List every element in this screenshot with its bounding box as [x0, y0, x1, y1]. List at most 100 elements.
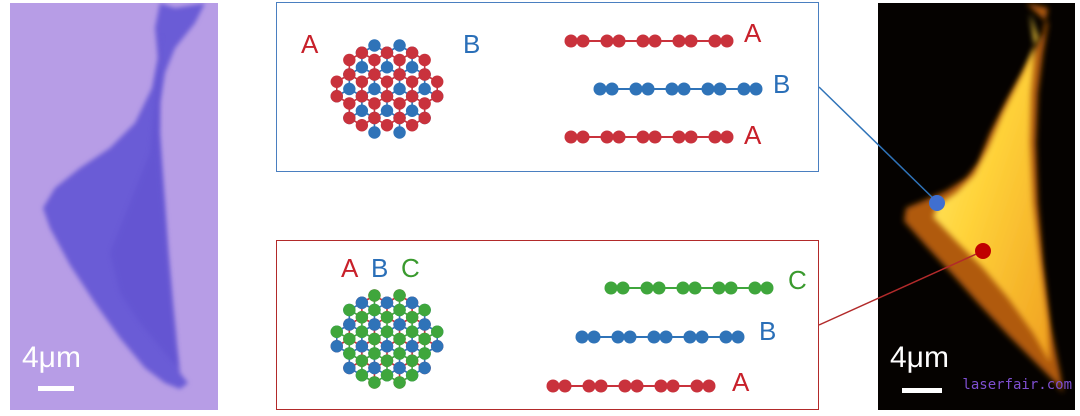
- abc-bottom-chain-atom: [546, 379, 560, 393]
- ab-lattice-atom: [355, 75, 369, 88]
- abc-bottom-chain-atom: [690, 379, 704, 393]
- abc-top-chain-atom: [616, 281, 630, 295]
- blue-marker: [929, 195, 945, 211]
- ab-middle-chain-atom: [713, 82, 727, 96]
- abc-lattice-atom: [355, 311, 369, 324]
- ab-layer-label-top: A: [744, 18, 762, 48]
- abc-lattice-atom: [343, 361, 356, 375]
- abc-bottom-chain-atom: [630, 379, 644, 393]
- ab-stacking-box: A B A B A: [276, 2, 819, 172]
- ab-lattice-atom: [405, 75, 419, 88]
- abc-top-chain-atom: [652, 281, 666, 295]
- right-scale-bar: [902, 388, 942, 393]
- ab-lattice-atom: [330, 75, 343, 88]
- ab-lattice-atom: [418, 111, 431, 125]
- ab-lattice-atom: [431, 75, 444, 88]
- abc-lattice-label-c: C: [401, 253, 420, 283]
- ab-middle-chain-atom: [737, 82, 751, 96]
- abc-lattice-atom: [393, 332, 406, 346]
- ab-middle-chain-atom: [701, 82, 715, 96]
- ab-bottom-chain-atom: [672, 130, 686, 144]
- abc-bottom-chain-atom: [666, 379, 680, 393]
- abc-middle-chain-atom: [647, 330, 661, 344]
- abc-middle-chain-atom: [695, 330, 709, 344]
- ab-lattice-atom: [393, 39, 406, 52]
- ab-lattice-atom: [393, 97, 406, 110]
- ab-top-chain-atom: [600, 34, 614, 48]
- ab-lattice-label-b: B: [463, 29, 480, 59]
- ab-top-chain-atom: [672, 34, 686, 48]
- ab-lattice-atom: [393, 126, 406, 139]
- abc-lattice-atom: [368, 318, 381, 331]
- ab-top-chain-atom: [612, 34, 626, 48]
- abc-lattice-atom: [380, 340, 394, 353]
- abc-lattice-atom: [343, 332, 356, 346]
- abc-lattice-atom: [368, 376, 381, 389]
- abc-top-chain-atom: [760, 281, 774, 295]
- ab-lattice-atom: [405, 61, 419, 74]
- abc-lattice-atom: [330, 340, 343, 353]
- ab-bottom-chain-atom: [648, 130, 662, 144]
- ab-lattice-atom: [405, 90, 419, 103]
- red-marker: [975, 243, 991, 259]
- abc-lattice-atom: [431, 325, 444, 338]
- abc-lattice-atom: [380, 354, 394, 367]
- watermark-text: laserfair.com: [962, 377, 1072, 393]
- ab-top-chain-atom: [564, 34, 578, 48]
- abc-middle-chain-atom: [683, 330, 697, 344]
- abc-lattice-atom: [405, 340, 419, 353]
- ab-bottom-chain-atom: [564, 130, 578, 144]
- ab-middle-chain-atom: [605, 82, 619, 96]
- intensity-map-panel: 4μm: [878, 3, 1075, 410]
- abc-lattice-atom: [418, 361, 431, 375]
- abc-lattice-atom: [368, 347, 381, 360]
- ab-middle-chain-atom: [593, 82, 607, 96]
- abc-lattice-atom: [405, 369, 419, 382]
- ab-lattice-atom: [343, 68, 356, 81]
- ab-bottom-chain-atom: [576, 130, 590, 144]
- abc-top-chain-atom: [688, 281, 702, 295]
- abc-bottom-chain-atom: [618, 379, 632, 393]
- abc-bottom-chain-atom: [654, 379, 668, 393]
- abc-lattice-atom: [380, 369, 394, 382]
- map-flake-core: [933, 13, 1050, 363]
- intensity-map: [878, 3, 1075, 410]
- ab-lattice-atom: [368, 39, 381, 52]
- abc-lattice-atom: [355, 354, 369, 367]
- abc-lattice-atom: [380, 325, 394, 338]
- ab-lattice-atom: [405, 104, 419, 117]
- abc-lattice-atom: [355, 325, 369, 338]
- ab-lattice-atom: [393, 53, 406, 67]
- ab-bottom-chain-atom: [612, 130, 626, 144]
- abc-lattice-atom: [368, 303, 381, 317]
- ab-lattice-atom: [405, 119, 419, 132]
- abc-lattice-atom: [405, 296, 419, 309]
- abc-middle-chain-atom: [731, 330, 745, 344]
- abc-lattice-atom: [393, 289, 406, 302]
- abc-lattice-atom: [393, 303, 406, 317]
- abc-middle-chain-atom: [659, 330, 673, 344]
- ab-lattice-atom: [393, 111, 406, 125]
- abc-middle-chain-atom: [575, 330, 589, 344]
- abc-layer-label-bottom: A: [732, 367, 750, 397]
- ab-lattice-atom: [368, 97, 381, 110]
- abc-lattice-atom: [368, 289, 381, 302]
- abc-top-chain-atom: [712, 281, 726, 295]
- abc-layer-chains: [546, 281, 774, 393]
- abc-lattice-atom: [355, 340, 369, 353]
- optical-image-panel: 4μm: [10, 3, 218, 410]
- abc-middle-chain-atom: [719, 330, 733, 344]
- ab-lattice-label-a: A: [301, 29, 319, 59]
- abc-lattice-label-b: B: [371, 253, 388, 283]
- abc-lattice-atom: [355, 296, 369, 309]
- ab-bottom-chain-atom: [720, 130, 734, 144]
- abc-lattice-atom: [405, 354, 419, 367]
- abc-middle-chain-atom: [623, 330, 637, 344]
- abc-stacking-box: A B C C B A: [276, 240, 819, 410]
- ab-bottom-chain-atom: [708, 130, 722, 144]
- ab-lattice: [330, 39, 444, 139]
- ab-top-chain-atom: [708, 34, 722, 48]
- abc-lattice-label-a: A: [341, 253, 359, 283]
- ab-lattice-atom: [380, 90, 394, 103]
